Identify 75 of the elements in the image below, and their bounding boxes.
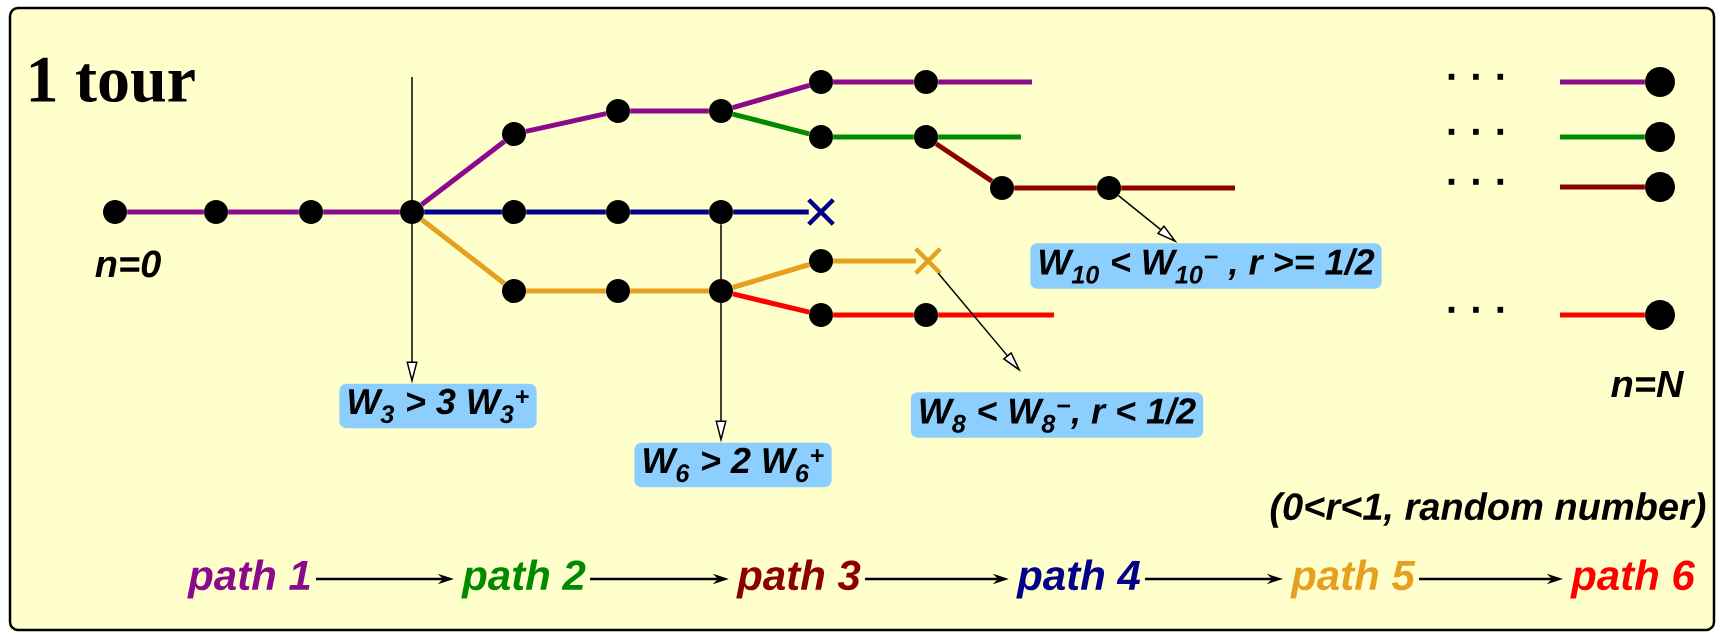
path-line bbox=[127, 209, 204, 215]
path-label: path 4 bbox=[1016, 559, 1141, 599]
path-line bbox=[1560, 312, 1645, 318]
cross-mark bbox=[806, 197, 836, 227]
condition-box: W$_{3}$ > 3 W$_{3}$+ bbox=[339, 383, 537, 429]
path-line bbox=[526, 209, 606, 215]
dot bbox=[299, 200, 323, 224]
dot bbox=[809, 70, 833, 94]
path-line bbox=[1560, 79, 1645, 85]
path-line bbox=[630, 209, 709, 215]
path-line bbox=[732, 262, 811, 290]
dot bbox=[990, 176, 1014, 200]
dot bbox=[914, 70, 938, 94]
path-line bbox=[938, 79, 1032, 85]
path-line bbox=[630, 108, 709, 114]
dot bbox=[1645, 67, 1675, 97]
ellipsis: · · · bbox=[1448, 178, 1504, 185]
dot bbox=[606, 279, 630, 303]
path-line bbox=[833, 134, 914, 140]
path-line bbox=[1014, 185, 1097, 191]
dot bbox=[204, 200, 228, 224]
dot bbox=[1645, 172, 1675, 202]
path-label: path 6 bbox=[1570, 559, 1696, 599]
path-line bbox=[323, 209, 400, 215]
cross-mark bbox=[913, 246, 943, 276]
dot bbox=[914, 303, 938, 327]
dot bbox=[709, 279, 733, 303]
path-line bbox=[733, 209, 809, 215]
path-line bbox=[420, 139, 506, 207]
dot bbox=[606, 99, 630, 123]
path-line bbox=[833, 79, 914, 85]
path-line bbox=[732, 111, 810, 137]
path-line bbox=[833, 312, 914, 318]
step-label: n=N bbox=[1611, 370, 1685, 398]
path-line bbox=[833, 258, 916, 264]
path-label: path 5 bbox=[1290, 559, 1416, 599]
path-line bbox=[938, 134, 1021, 140]
path-line bbox=[732, 83, 810, 110]
dot bbox=[914, 125, 938, 149]
path-line bbox=[732, 291, 810, 315]
path-label: path 2 bbox=[461, 559, 586, 599]
condition-box: W$_{6}$ > 2 W$_{6}$+ bbox=[634, 442, 832, 488]
dot bbox=[502, 122, 526, 146]
ellipsis: · · · bbox=[1448, 73, 1504, 80]
path-line bbox=[630, 288, 709, 294]
ellipsis: · · · bbox=[1448, 306, 1504, 313]
path-line bbox=[424, 209, 502, 215]
path-line bbox=[934, 141, 994, 184]
condition-box: W$_{10}$ < W$_{10}$$^{−}$ , r >= 1/2 bbox=[1030, 243, 1382, 289]
dot bbox=[809, 125, 833, 149]
dot bbox=[709, 99, 733, 123]
path-line bbox=[1560, 184, 1645, 190]
path-line bbox=[420, 217, 506, 286]
dot bbox=[502, 279, 526, 303]
ellipsis: · · · bbox=[1448, 128, 1504, 135]
dot bbox=[606, 200, 630, 224]
condition-box: W$_{8}$ < W$_{8}$$^{−}$, r < 1/2 bbox=[910, 392, 1204, 438]
dot bbox=[502, 200, 526, 224]
step-label: n=0 bbox=[95, 250, 161, 278]
dot bbox=[1097, 176, 1121, 200]
path-line bbox=[526, 288, 606, 294]
path-label: path 3 bbox=[736, 559, 861, 599]
dot bbox=[809, 249, 833, 273]
dot bbox=[1645, 122, 1675, 152]
path-line bbox=[525, 111, 607, 134]
dot bbox=[809, 303, 833, 327]
path-line bbox=[1560, 134, 1645, 140]
path-line bbox=[228, 209, 299, 215]
note: (0<r<1, random number) bbox=[1270, 492, 1706, 528]
path-line bbox=[1121, 185, 1235, 191]
dot bbox=[709, 200, 733, 224]
dot bbox=[400, 200, 424, 224]
path-label: path 1 bbox=[187, 559, 310, 599]
path-line bbox=[938, 312, 1054, 318]
title: 1 tour bbox=[30, 57, 195, 103]
